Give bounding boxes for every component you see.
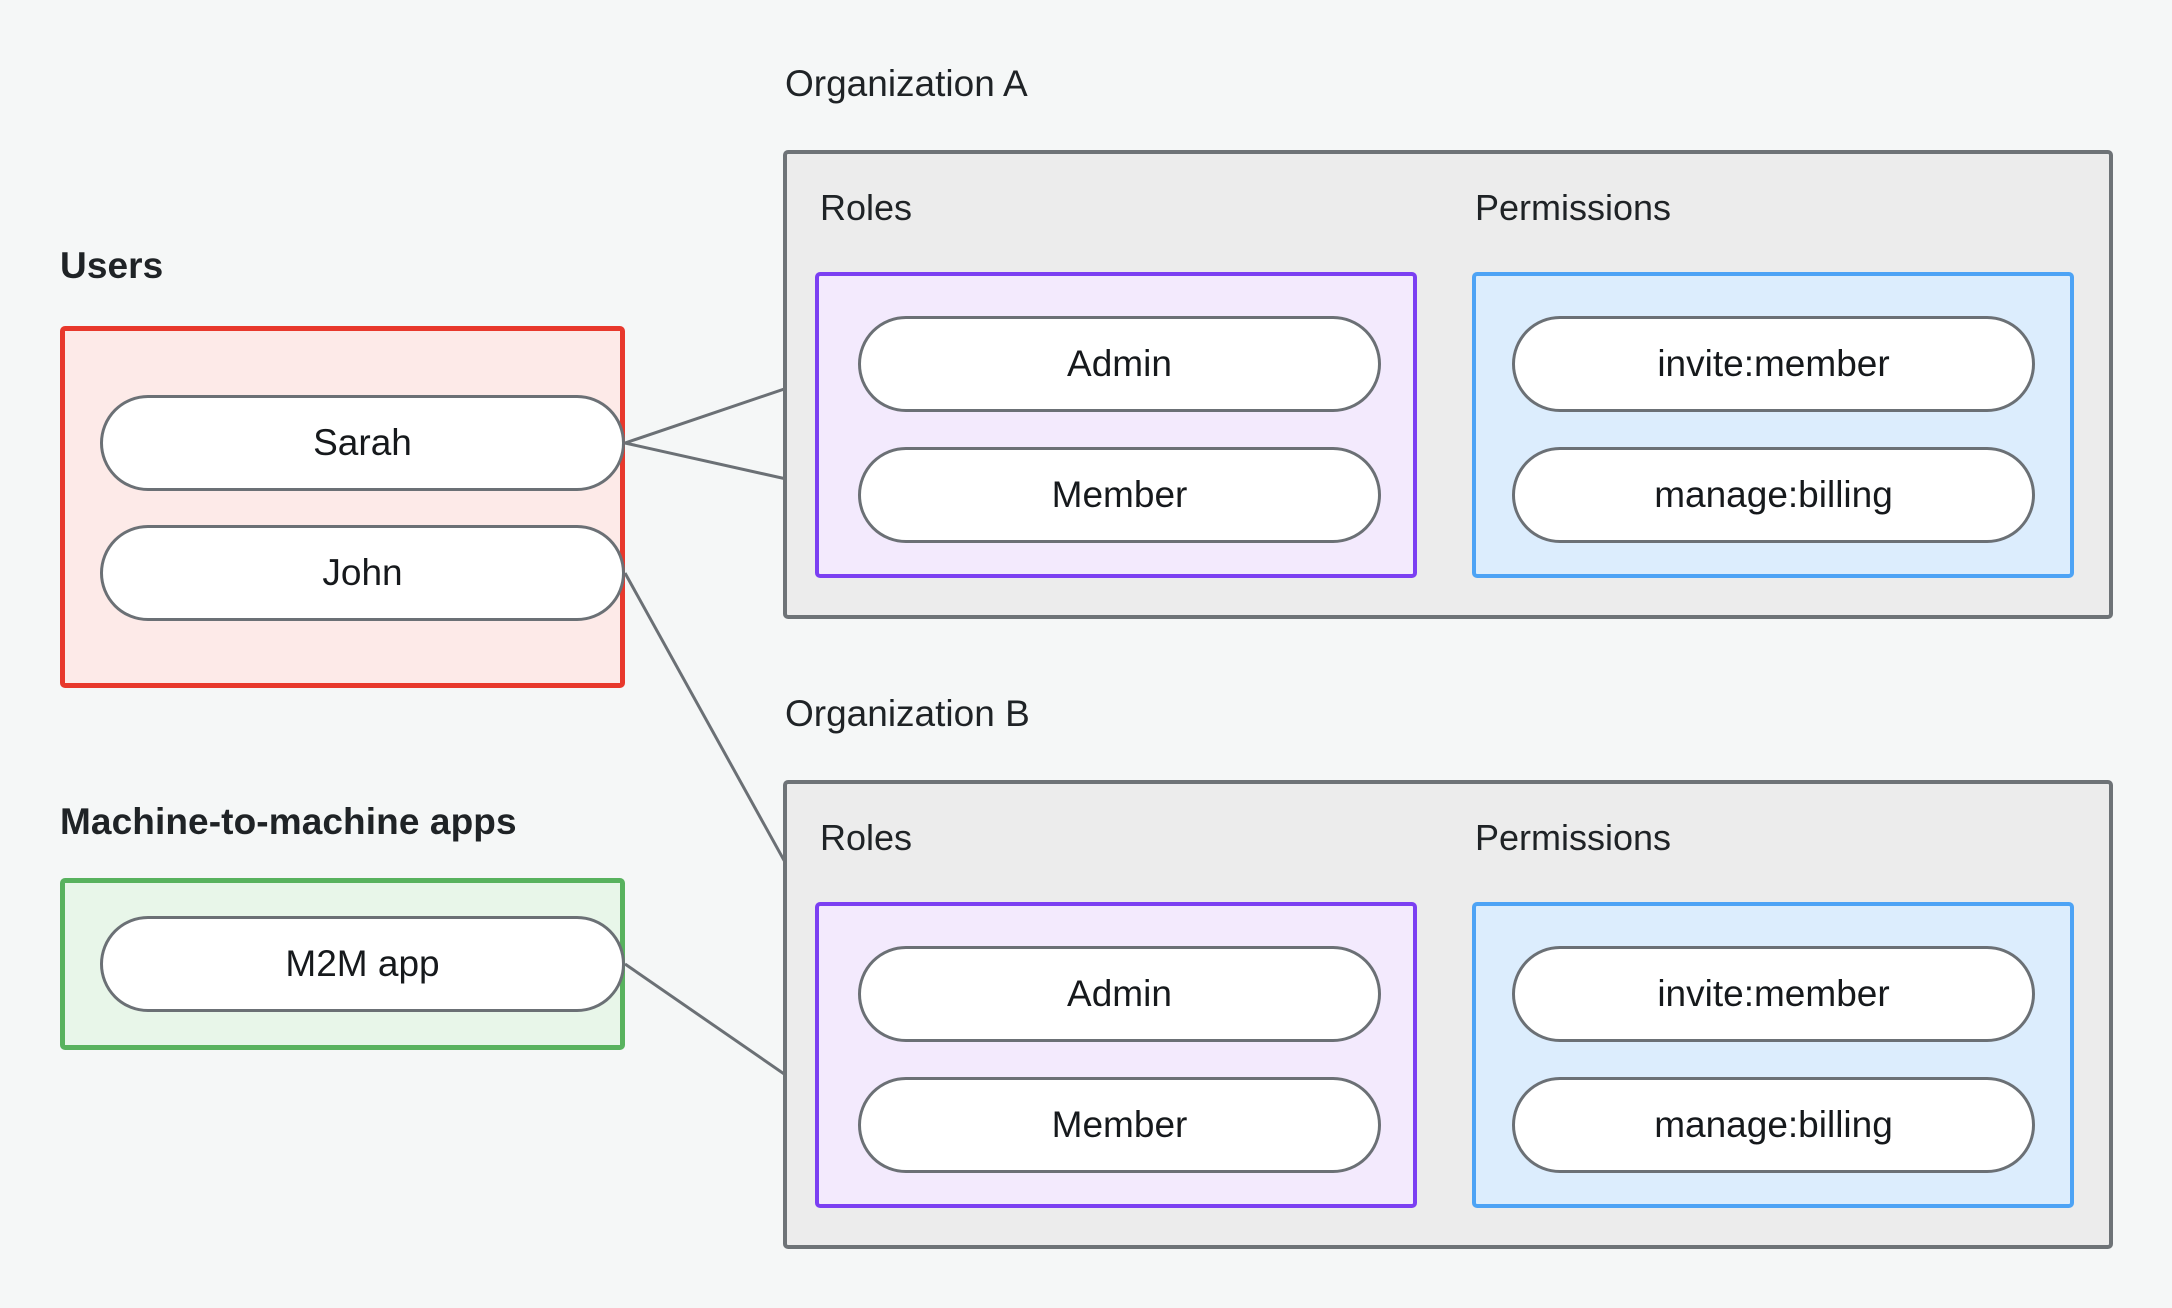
org-a-permission-invite-member[interactable]: invite:member — [1512, 316, 2035, 412]
org-a-permission-manage-billing[interactable]: manage:billing — [1512, 447, 2035, 543]
org-b-role-member[interactable]: Member — [858, 1077, 1381, 1173]
user-sarah[interactable]: Sarah — [100, 395, 625, 491]
org-b-permission-manage-billing[interactable]: manage:billing — [1512, 1077, 2035, 1173]
org-a-roles-label: Roles — [820, 187, 913, 228]
users-title: Users — [60, 245, 164, 286]
org-a-permissions-label: Permissions — [1475, 187, 1672, 228]
org-b-roles-label: Roles — [820, 817, 913, 858]
users-container — [60, 326, 625, 688]
org-b-title: Organization B — [785, 693, 1030, 734]
org-a-title: Organization A — [785, 63, 1028, 104]
org-b-permission-invite-member[interactable]: invite:member — [1512, 946, 2035, 1042]
org-b-permissions-label: Permissions — [1475, 817, 1672, 858]
user-john[interactable]: John — [100, 525, 625, 621]
m2m-app-node[interactable]: M2M app — [100, 916, 625, 1012]
org-a-role-member[interactable]: Member — [858, 447, 1381, 543]
m2m-title: Machine-to-machine apps — [60, 801, 517, 842]
org-b-role-admin[interactable]: Admin — [858, 946, 1381, 1042]
org-a-role-admin[interactable]: Admin — [858, 316, 1381, 412]
